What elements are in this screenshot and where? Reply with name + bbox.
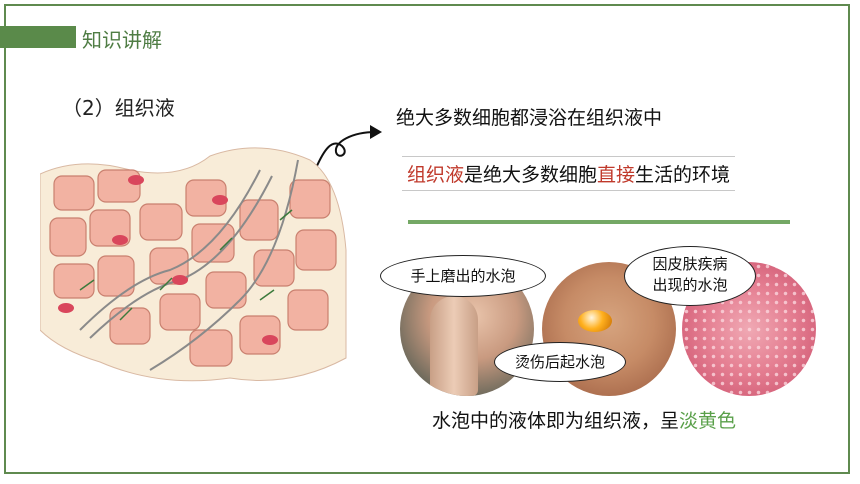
header-bar [0,26,76,48]
tissue-illustration [40,147,347,382]
conclusion-color: 淡黄色 [679,410,737,432]
section-title: （2）组织液 [62,96,175,120]
statement-2-term: 组织液 [407,164,465,186]
speech-bubble-friction: 手上磨出的水泡 [380,255,546,297]
statement-2-emphasis: 直接 [597,164,636,186]
header-title: 知识讲解 [82,28,162,52]
speech-bubble-disease-line1: 因皮肤疾病 [652,255,728,273]
speech-bubble-scald: 烫伤后起水泡 [494,342,626,382]
statement-2-text-a: 是绝大多数细胞 [464,164,598,186]
speech-bubble-disease-line2: 出现的水泡 [652,276,728,294]
slide-frame [4,4,850,474]
statement-2-text-b: 生活的环境 [635,164,731,186]
blister-shape [578,310,612,332]
divider [408,220,790,224]
statement-1: 绝大多数细胞都浸浴在组织液中 [396,107,663,129]
curved-arrow-icon [315,125,382,169]
speech-bubble-disease: 因皮肤疾病出现的水泡 [624,246,756,306]
statement-2: 组织液是绝大多数细胞直接生活的环境 [402,156,736,191]
finger-shape [430,296,478,396]
conclusion-main: 水泡中的液体即为组织液，呈 [432,410,680,432]
conclusion-text: 水泡中的液体即为组织液，呈淡黄色 [432,406,736,433]
